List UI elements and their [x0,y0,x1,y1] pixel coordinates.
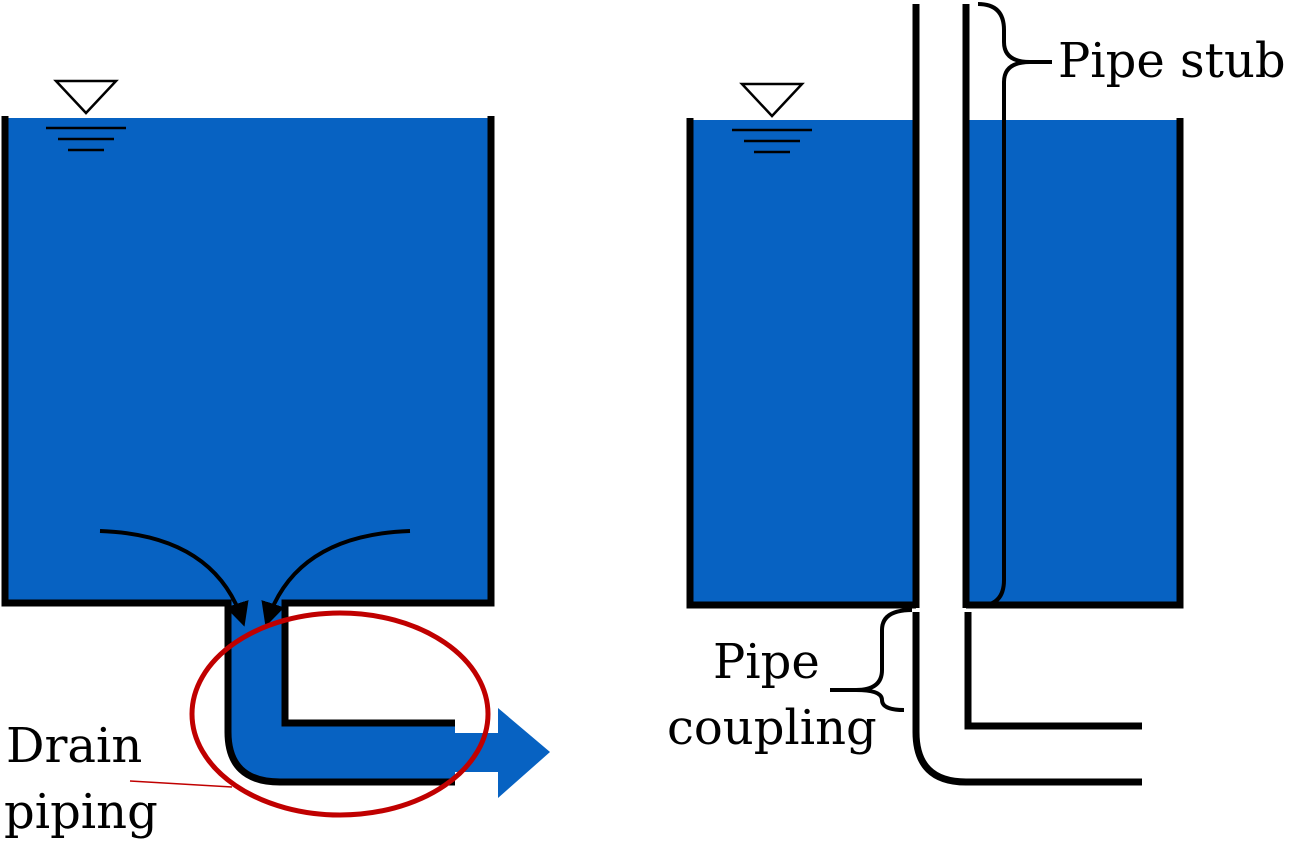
pipe-coupling-inner [964,612,1142,730]
pipe-coupling-label-line2: coupling [667,700,877,756]
water-level-triangle-icon [46,79,126,152]
flow-streamline-right [261,529,411,627]
left-tank-water [5,118,493,603]
pipe-coupling-outer [912,612,1142,786]
drain-label-line1: Drain [6,718,142,774]
pipe-coupling-brace [830,608,913,712]
drain-label-line2: piping [4,784,158,840]
right-tank-wall-right [966,118,1184,609]
right-tank-water-right [966,120,1180,605]
pipe-stub-label: Pipe stub [1058,33,1286,89]
pipe-stub-brace [977,2,1052,608]
right-tank-figure: Pipe stub Pipe coupling [667,2,1286,786]
outflow-arrow [440,708,550,798]
flow-streamline-left [99,529,249,627]
left-tank-walls [1,116,455,786]
drain-highlight-ellipse [189,610,491,818]
left-tank-figure: Drain piping [1,79,550,840]
water-level-triangle-icon [732,82,812,154]
pipe-coupling-label-line1: Pipe [713,634,820,690]
left-tank-walls-right [281,116,495,727]
right-tank-water-left [690,120,916,605]
right-tank-wall-left [686,118,916,609]
drain-leader-line [129,780,233,788]
